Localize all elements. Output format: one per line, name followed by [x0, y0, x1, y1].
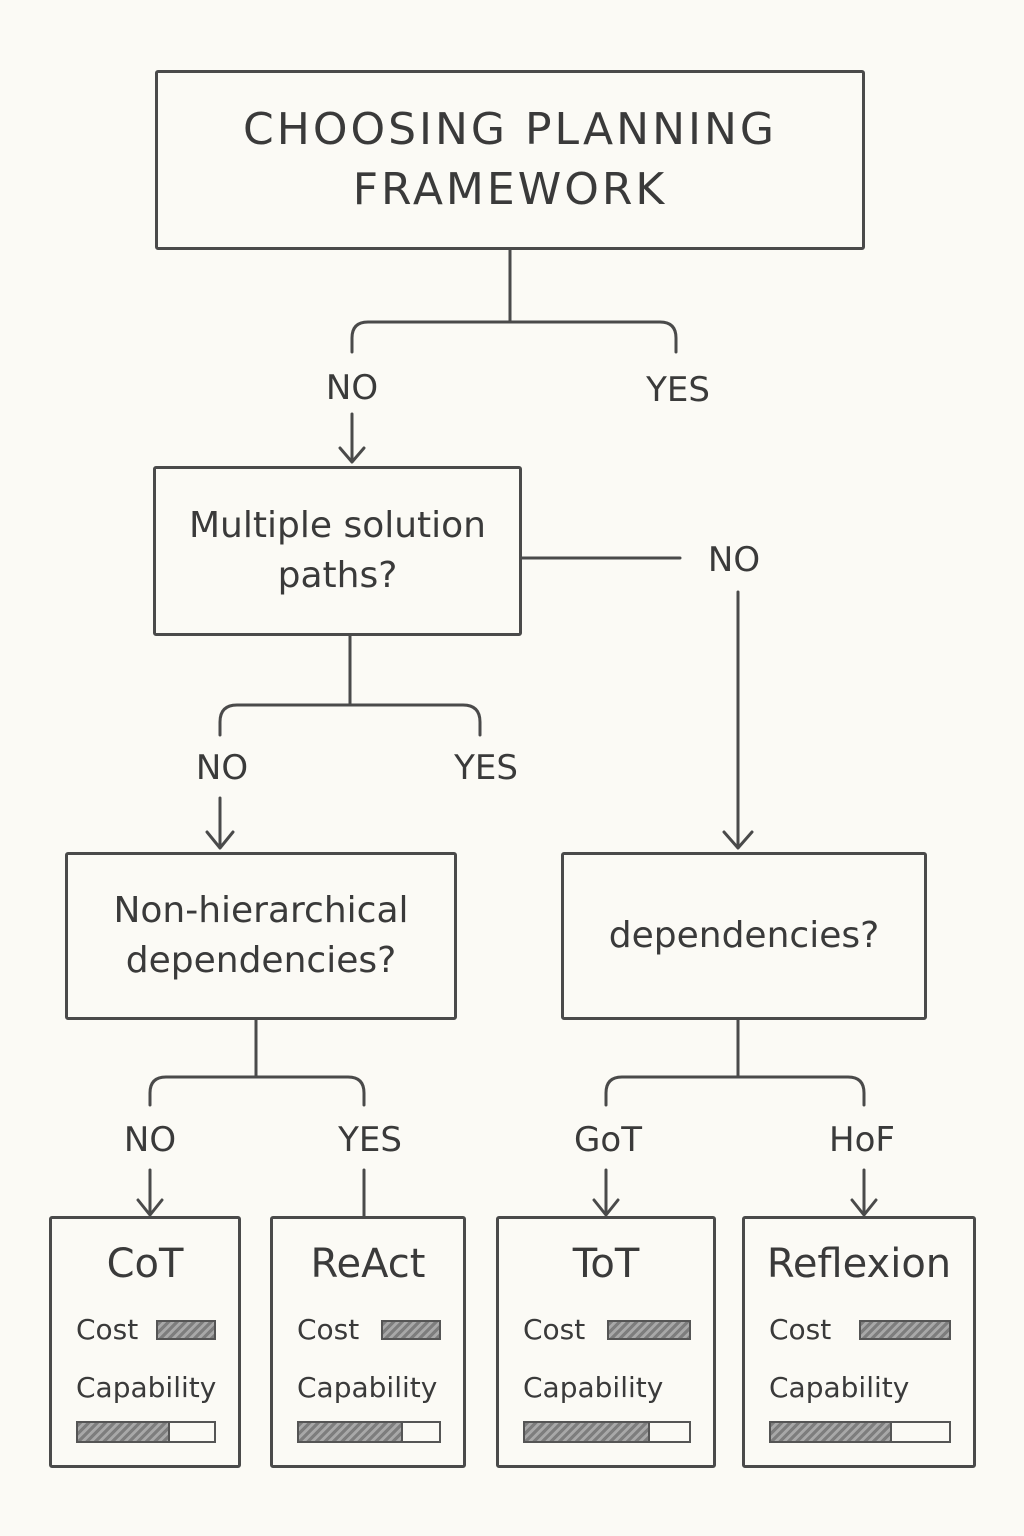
edge-label-nonhier-no: NO: [123, 1120, 177, 1160]
edge-nonhier-branch: [148, 1075, 366, 1107]
edge-label-top-yes: YES: [646, 370, 710, 410]
result-reflexion: Reflexion Cost Capability: [742, 1216, 976, 1468]
question-multiple-paths-text: Multiple solution paths?: [189, 505, 486, 596]
result-react-cost-label: Cost: [297, 1313, 360, 1346]
question-dependencies: dependencies?: [561, 852, 927, 1020]
result-reflexion-capability-fill: [771, 1423, 893, 1441]
result-react-cost-bar: [381, 1320, 441, 1340]
result-reflexion-capability-bar: [769, 1421, 951, 1443]
result-reflexion-capability-label: Capability: [769, 1371, 910, 1404]
edge-multiple-no-arrow: [205, 796, 235, 850]
question-dependencies-text: dependencies?: [608, 915, 880, 956]
result-tot-name: ToT: [572, 1241, 640, 1287]
edge-dep-hof-arrow: [850, 1168, 878, 1217]
result-cot-cost-label: Cost: [76, 1313, 139, 1346]
result-react-name: ReAct: [310, 1241, 426, 1287]
result-cot: CoT Cost Capability: [49, 1216, 241, 1468]
diagram-title: CHOOSING PLANNING FRAMEWORK: [243, 104, 777, 215]
edge-dep-branch: [604, 1075, 866, 1107]
result-tot: ToT Cost Capability: [496, 1216, 716, 1468]
edge-label-nonhier-yes: YES: [338, 1120, 402, 1160]
edge-label-multiple-no: NO: [195, 748, 249, 788]
result-tot-capability-label: Capability: [523, 1371, 664, 1404]
result-tot-capability-fill: [525, 1423, 650, 1441]
edge-multiple-branch: [218, 703, 482, 737]
result-react: ReAct Cost Capability: [270, 1216, 466, 1468]
result-reflexion-cost-label: Cost: [769, 1313, 832, 1346]
result-tot-cost-bar: [607, 1320, 691, 1340]
title-box: CHOOSING PLANNING FRAMEWORK: [155, 70, 865, 250]
result-cot-capability-bar: [76, 1421, 216, 1443]
result-tot-capability-bar: [523, 1421, 691, 1443]
edge-nonhier-no-arrow: [136, 1168, 164, 1217]
question-non-hierarchical-text: Non-hierarchical dependencies?: [113, 890, 409, 981]
result-reflexion-cost-bar: [859, 1320, 951, 1340]
result-cot-capability-label: Capability: [76, 1371, 217, 1404]
edge-label-multiple-right-no: NO: [707, 540, 761, 580]
result-tot-cost-label: Cost: [523, 1313, 586, 1346]
edge-label-dep-got: GoT: [574, 1120, 642, 1160]
edge-label-dep-hof: HoF: [829, 1120, 895, 1160]
edge-dep-got-arrow: [592, 1168, 620, 1217]
result-react-capability-bar: [297, 1421, 441, 1443]
result-cot-cost-bar: [156, 1320, 216, 1340]
question-multiple-paths: Multiple solution paths?: [153, 466, 522, 636]
question-non-hierarchical: Non-hierarchical dependencies?: [65, 852, 457, 1020]
result-react-capability-fill: [299, 1423, 403, 1441]
result-cot-name: CoT: [106, 1241, 184, 1287]
result-react-capability-label: Capability: [297, 1371, 438, 1404]
edge-top-no-arrow: [338, 412, 366, 464]
edge-label-top-no: NO: [325, 368, 379, 408]
result-reflexion-name: Reflexion: [766, 1241, 952, 1287]
result-cot-capability-fill: [78, 1423, 171, 1441]
edge-right-no-arrow: [722, 590, 754, 850]
edge-label-multiple-yes: YES: [454, 748, 518, 788]
edge-title-branch: [350, 320, 678, 354]
